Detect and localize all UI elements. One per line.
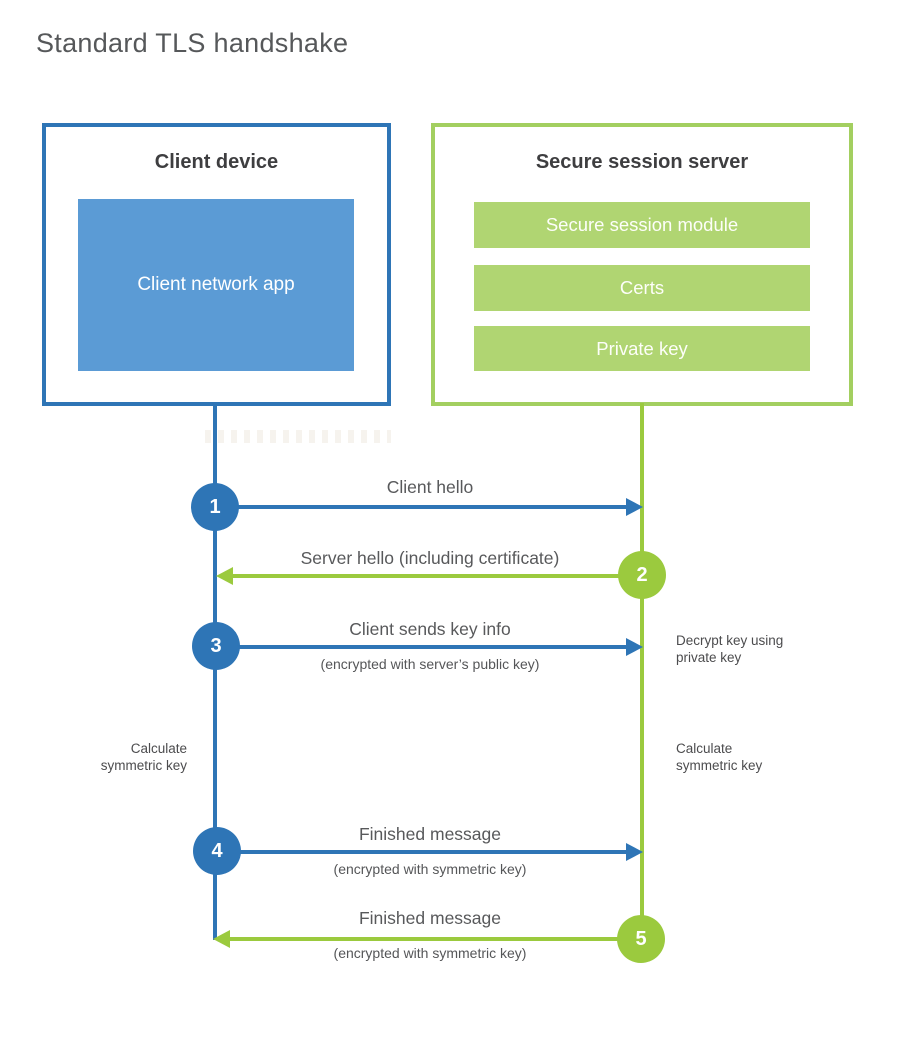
- step-circle-2: 2: [618, 551, 666, 599]
- step-circle-4: 4: [193, 827, 241, 875]
- message-label-1: Client hello: [386, 477, 474, 497]
- server-module-label: Secure session module: [545, 214, 739, 235]
- note-calculate-symmetric-right: Calculate symmetric key: [676, 741, 763, 773]
- server-title: Secure session server: [535, 151, 749, 173]
- arrow-head-left-icon: [216, 567, 233, 585]
- server-module-bar: Secure session module: [474, 202, 810, 248]
- server-box: Secure session server Secure session mod…: [431, 123, 853, 406]
- page-title: Standard TLS handshake: [36, 28, 349, 58]
- arrow-line-5: [228, 937, 642, 941]
- message-sublabel-3: (encrypted with server’s public key): [320, 656, 540, 672]
- message-label-4: Finished message: [358, 824, 502, 844]
- arrow-line-2: [231, 574, 642, 578]
- note-decrypt-key: Decrypt key using private key: [676, 633, 784, 665]
- step-circle-3: 3: [192, 622, 240, 670]
- message-sublabel-5: (encrypted with symmetric key): [333, 945, 527, 961]
- client-device-box: Client device Client network app: [42, 123, 391, 406]
- client-lifeline: [213, 403, 217, 940]
- arrow-line-3: [217, 645, 627, 649]
- message-label-2: Server hello (including certificate): [300, 548, 560, 568]
- step-number: 5: [635, 927, 647, 950]
- message-sublabel-4: (encrypted with symmetric key): [333, 861, 527, 877]
- note-calculate-symmetric-left: Calculate symmetric key: [100, 741, 187, 773]
- step-circle-5: 5: [617, 915, 665, 963]
- server-lifeline: [640, 403, 644, 940]
- message-label-5: Finished message: [358, 908, 502, 928]
- arrow-head-right-icon: [626, 843, 643, 861]
- arrow-head-right-icon: [626, 638, 643, 656]
- server-module-label: Certs: [619, 277, 665, 298]
- client-device-title: Client device: [154, 151, 279, 173]
- message-label-3: Client sends key info: [349, 619, 511, 639]
- faint-dashes-artifact: [205, 430, 391, 443]
- client-network-app-box: Client network app: [78, 199, 354, 371]
- arrow-head-right-icon: [626, 498, 643, 516]
- step-number: 1: [209, 495, 221, 518]
- arrow-line-1: [215, 505, 627, 509]
- client-network-app-label: Client network app: [137, 274, 295, 296]
- server-module-label: Private key: [596, 337, 688, 359]
- step-number: 2: [636, 563, 648, 586]
- step-number: 3: [210, 634, 222, 657]
- server-module-bar: Private key: [474, 326, 810, 371]
- arrow-line-4: [219, 850, 627, 854]
- step-circle-1: 1: [191, 483, 239, 531]
- step-number: 4: [211, 839, 223, 862]
- arrow-head-left-icon: [213, 930, 230, 948]
- server-module-bar: Certs: [474, 265, 810, 311]
